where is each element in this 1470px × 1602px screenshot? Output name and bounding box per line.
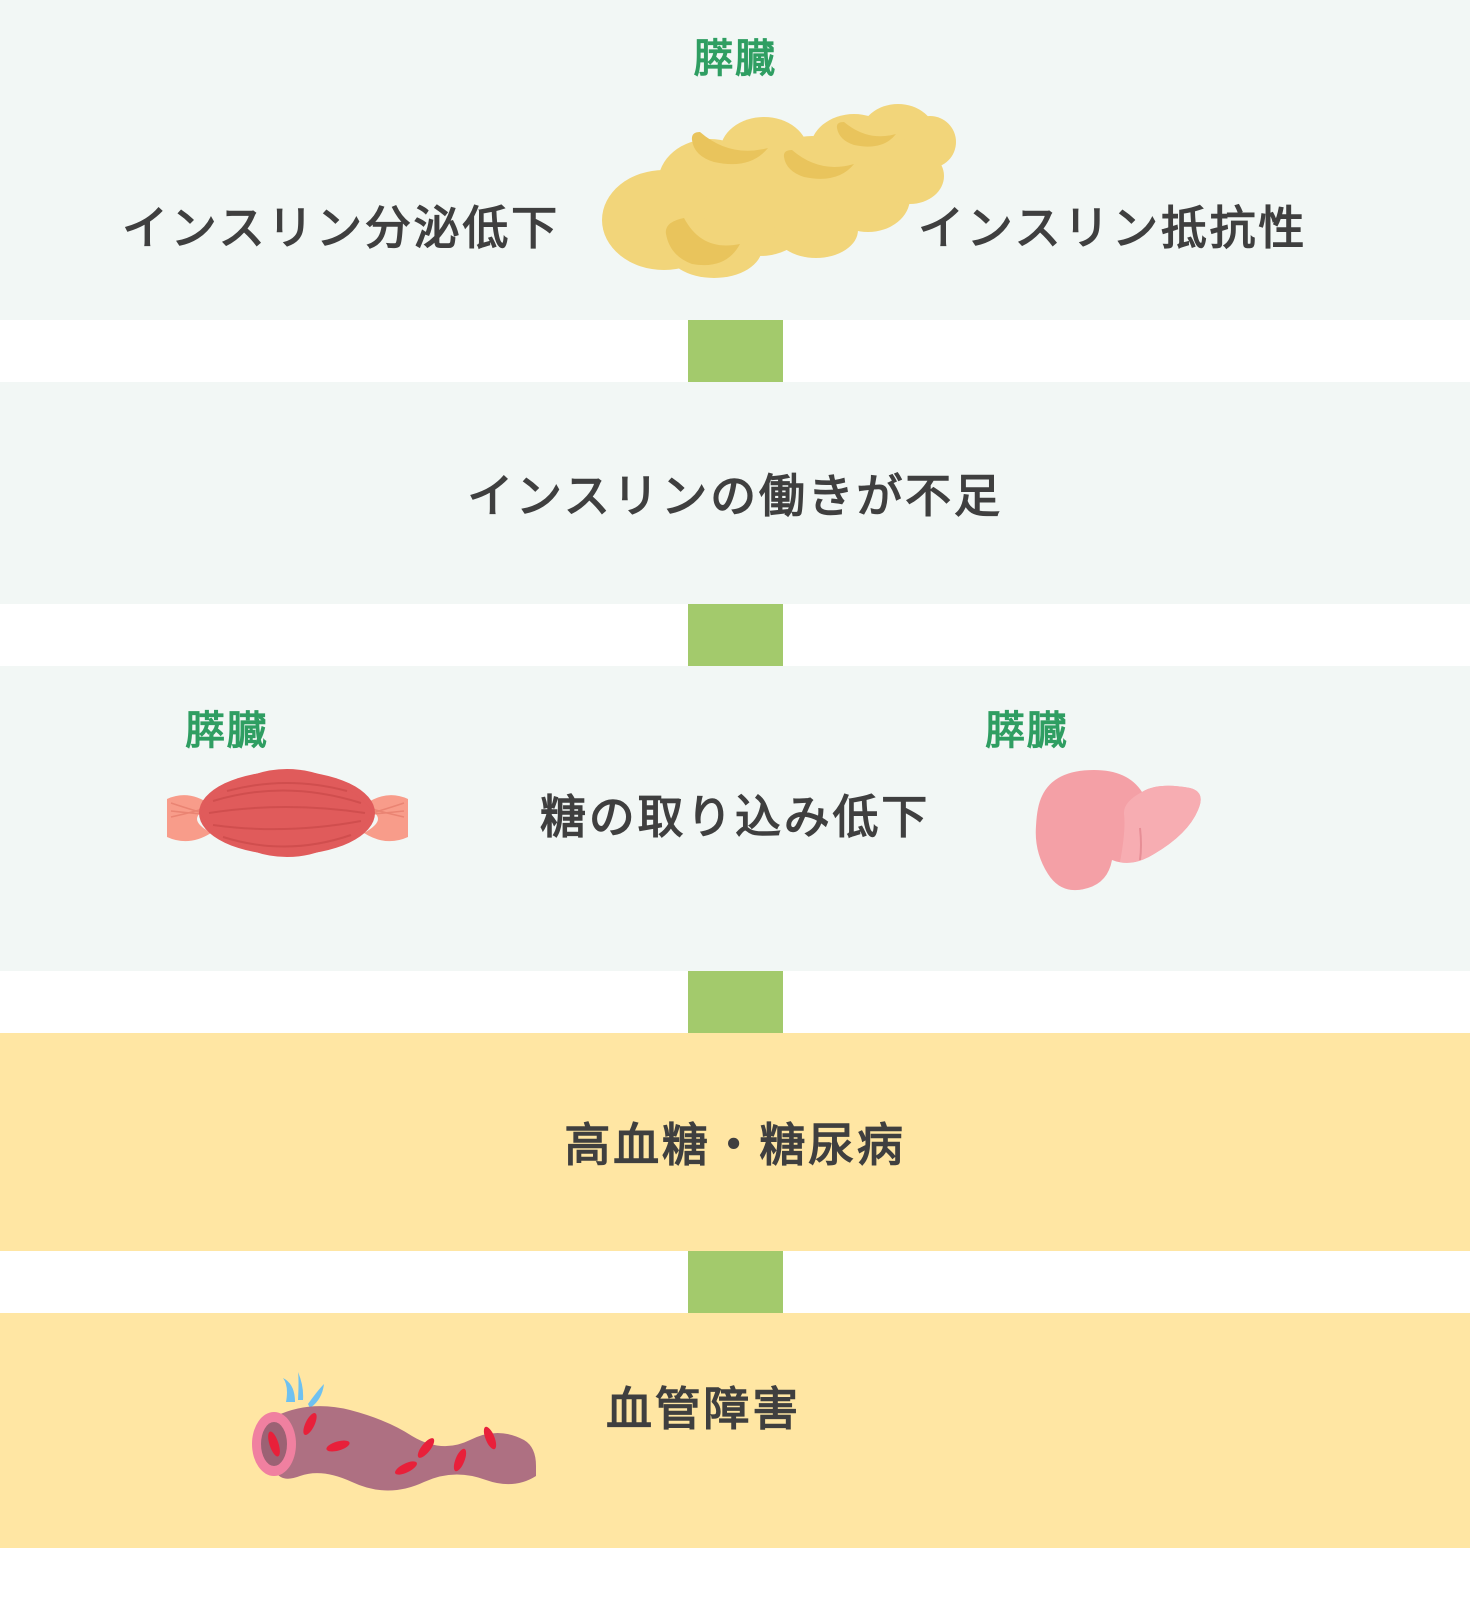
glucose-uptake-label: 糖の取り込み低下 [0,781,1470,847]
vascular-damage-stage-section: 血管障害 [0,1313,1470,1548]
liver-organ-label: 膵臓 [985,698,1215,756]
sparkle-marks [283,1372,324,1408]
insulin-resistance-label: インスリン抵抗性 [918,192,1307,258]
muscle-organ-label-text: 膵臓 [185,709,269,753]
muscle-organ-label: 膵臓 [185,698,415,756]
insulin-secretion-decline-label: インスリン分泌低下 [122,192,560,258]
green-connector-block [687,604,783,666]
pancreas-label-top: 膵臓 [0,26,1470,84]
hyperglycemia-stage-section: 高血糖・糖尿病 [0,1033,1470,1251]
pancreas-stage-section: 膵臓 [0,0,1470,320]
connector-4 [0,1251,1470,1313]
connector-1 [0,320,1470,382]
blood-vessel-icon [238,1358,538,1491]
pancreas-label-text: 膵臓 [693,37,777,81]
glucose-uptake-stage-section: 膵臓 [0,666,1470,971]
green-connector-block [687,320,783,382]
connector-3 [0,971,1470,1033]
green-connector-block [687,971,783,1033]
vascular-damage-text: 血管障害 [606,1383,802,1435]
hyperglycemia-text: 高血糖・糖尿病 [564,1119,906,1171]
insulin-resistance-text: インスリン抵抗性 [918,202,1308,254]
muscle-icon [165,761,410,866]
liver-icon [1000,758,1201,898]
insulin-deficiency-stage-section: インスリンの働きが不足 [0,382,1470,604]
green-connector-block [687,1251,783,1313]
insulin-secretion-decline-text: インスリン分泌低下 [122,202,560,254]
glucose-uptake-text: 糖の取り込み低下 [539,791,931,843]
insulin-deficiency-text: インスリンの働きが不足 [467,470,1003,522]
connector-2 [0,604,1470,666]
pancreas-icon [592,80,956,278]
liver-organ-label-text: 膵臓 [985,709,1069,753]
vascular-damage-label: 血管障害 [606,1373,801,1439]
